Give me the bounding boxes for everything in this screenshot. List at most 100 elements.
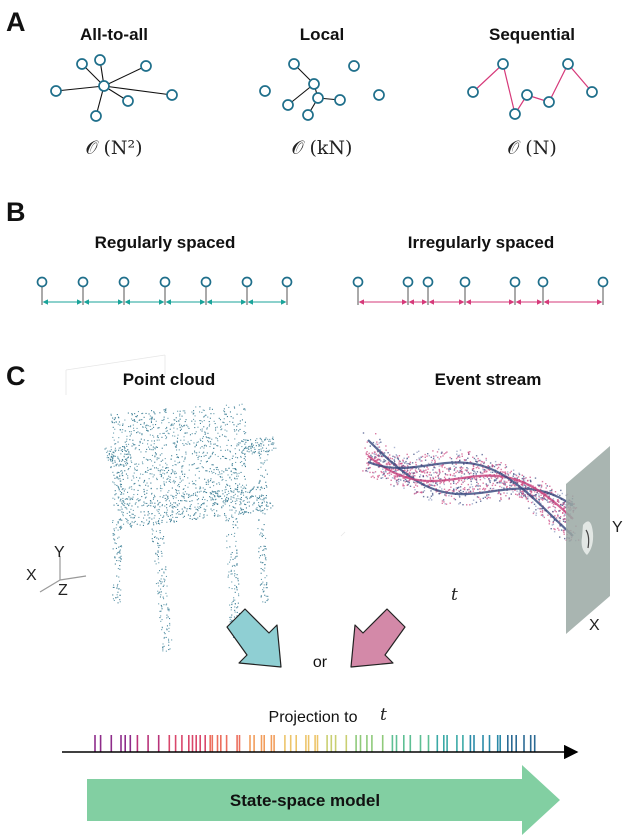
point-cloud-point: [254, 448, 256, 450]
point-cloud-point: [177, 505, 179, 507]
event-stream-cloud: [362, 432, 580, 542]
point-cloud-point: [231, 491, 233, 493]
point-cloud-point: [120, 485, 122, 487]
event-point: [500, 482, 503, 484]
point-cloud-point: [214, 454, 216, 456]
graph-node: [521, 89, 533, 101]
point-cloud-point: [214, 504, 216, 506]
point-cloud-point: [171, 423, 173, 425]
event-point: [365, 452, 367, 454]
point-cloud-point: [154, 448, 156, 450]
point-cloud-point: [199, 406, 201, 408]
event-point: [389, 454, 391, 456]
point-cloud-point: [161, 504, 163, 506]
point-cloud-point: [191, 420, 193, 422]
point-cloud-point: [134, 467, 136, 469]
point-cloud-point: [231, 588, 233, 590]
point-cloud-point: [126, 521, 128, 523]
point-cloud-point: [168, 469, 170, 471]
event-point: [388, 468, 391, 470]
event-point: [391, 458, 393, 460]
point-cloud-point: [242, 487, 244, 489]
point-cloud-point: [162, 538, 164, 540]
point-cloud-point: [127, 457, 129, 459]
event-point: [385, 463, 388, 465]
point-cloud-point: [157, 590, 159, 592]
event-point: [389, 457, 392, 459]
point-cloud-point: [152, 465, 154, 467]
event-point: [487, 484, 489, 486]
point-cloud-point: [114, 449, 116, 451]
point-cloud-point: [243, 447, 245, 449]
point-cloud-point: [259, 479, 261, 481]
point-cloud-point: [250, 439, 252, 441]
point-cloud-point: [200, 504, 202, 506]
point-cloud-point: [116, 585, 118, 587]
point-cloud-point: [114, 461, 116, 463]
point-cloud-point: [225, 457, 227, 459]
point-cloud-point: [245, 439, 247, 441]
event-point: [375, 459, 377, 461]
event-point: [476, 481, 478, 483]
point-cloud-point: [161, 552, 163, 554]
point-cloud-point: [191, 500, 193, 502]
point-cloud-point: [211, 470, 213, 472]
point-cloud-point: [244, 408, 246, 410]
point-cloud-point: [165, 512, 167, 514]
point-cloud-point: [183, 500, 185, 502]
event-point: [562, 520, 565, 522]
point-cloud-point: [223, 422, 225, 424]
point-cloud-point: [168, 490, 170, 492]
event-point: [453, 473, 455, 475]
event-point: [486, 470, 488, 473]
event-point: [472, 499, 475, 501]
point-cloud-point: [178, 503, 180, 505]
event-point: [445, 493, 447, 495]
event-point: [482, 467, 484, 469]
point-cloud-point: [168, 500, 170, 502]
point-cloud-point: [172, 498, 174, 500]
point-cloud-point: [211, 453, 213, 455]
event-point: [440, 481, 442, 484]
point-cloud-point: [176, 520, 178, 522]
point-cloud-point: [137, 489, 139, 491]
point-cloud-point: [237, 498, 239, 500]
event-point: [538, 498, 540, 501]
event-point: [500, 497, 502, 499]
event-point: [394, 476, 396, 478]
point-cloud-point: [244, 487, 246, 489]
event-point: [473, 477, 475, 479]
event-point: [550, 516, 553, 518]
point-cloud-point: [166, 430, 168, 432]
point-cloud-point: [228, 518, 230, 520]
point-cloud-point: [161, 629, 163, 631]
point-cloud-point: [120, 525, 122, 527]
event-point: [521, 477, 523, 480]
point-cloud-point: [120, 506, 122, 508]
event-point: [383, 473, 385, 476]
event-point: [546, 499, 548, 502]
point-cloud-point: [266, 450, 268, 452]
event-point: [536, 491, 538, 493]
event-point: [516, 490, 518, 492]
event-point: [382, 468, 384, 470]
point-cloud-point: [146, 471, 148, 473]
event-point: [372, 441, 375, 444]
point-cloud-point: [260, 466, 262, 468]
point-cloud-point: [262, 549, 264, 551]
point-cloud-point: [172, 471, 174, 473]
point-cloud-point: [243, 449, 245, 451]
point-cloud-point: [232, 506, 234, 508]
point-cloud-point: [141, 433, 143, 435]
point-cloud-point: [253, 501, 255, 503]
graph-node: [562, 58, 574, 70]
point-cloud-point: [166, 436, 168, 438]
point-cloud-point: [265, 548, 267, 550]
point-cloud-point: [123, 504, 125, 506]
point-cloud-point: [213, 420, 215, 422]
point-cloud-point: [177, 462, 179, 464]
event-point: [443, 482, 445, 484]
event-point: [379, 438, 381, 441]
point-cloud-point: [263, 462, 265, 464]
event-frame-plane: [566, 446, 610, 634]
